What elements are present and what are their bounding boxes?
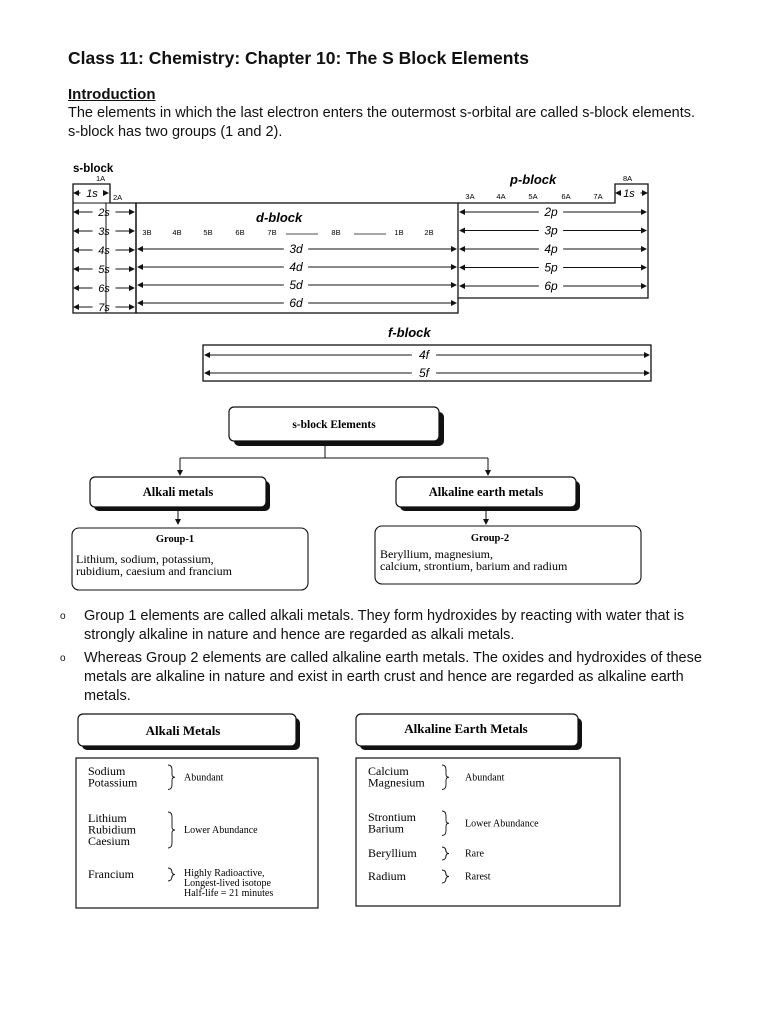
f-row-label: 4f [419,348,431,362]
intro-text: The elements in which the last electron … [68,105,696,140]
element-name: Radium [368,869,407,883]
alkaline-earth-title: Alkaline Earth Metals [404,721,528,736]
p-row-label: 4p [544,242,558,256]
s-row-label: 6s [98,283,110,295]
s-row-label: 3s [98,226,110,238]
p-group-label: 3A [465,192,474,201]
s-block-flowchart: s-block Elements Alkali metals Alkaline … [71,406,642,591]
p-group-label: 4A [496,192,505,201]
bullet-item-2: o Whereas Group 2 elements are called al… [60,649,710,706]
p-1s-label: 1s [623,188,635,200]
abundance-note: Rare [465,849,484,860]
f-block-label: f-block [388,325,431,340]
bullet-text: Group 1 elements are called alkali metal… [84,608,685,643]
element-name: Calcium [368,764,409,778]
p-row-label: 5p [544,261,558,275]
f-row-label: 5f [419,366,431,380]
element-name: Caesium [88,834,131,848]
abundance-note: Highly Radioactive, [184,868,265,879]
d-group-label: 7B [267,228,276,237]
group-1a: 1A [96,174,105,183]
bullet-marker: o [60,611,66,622]
element-name: Rubidium [88,823,137,837]
element-name: Barium [368,822,405,836]
d-group-label: 5B [203,228,212,237]
d-group-label: 8B [331,228,340,237]
s-row-label: 7s [98,302,110,314]
d-row-label: 5d [289,278,303,292]
p-group-labels: 3A 4A 5A 6A 7A [465,192,602,201]
s-row-label: 2s [97,207,110,219]
periodic-block-diagram: s-block 1A 2A d-block 3B 4B 5B 6B 7B 8B 1B 2B p… [72,163,652,382]
s-block-label: s-block [73,163,114,175]
bullet-item-1: o Group 1 elements are called alkali met… [60,607,710,645]
s-row-label: 1s [86,188,98,200]
abundance-tables: Alkali Metals Alkaline Earth Metals Sodi… [75,713,621,909]
d-row-label: 6d [289,296,303,310]
abundance-note: Lower Abundance [184,825,258,836]
s-block-rows: 1s 2s 3s 4s 5s 6s 7s [73,188,135,314]
d-group-label: 4B [172,228,181,237]
abundance-note: Abundant [184,772,224,783]
p-group-label: 7A [593,192,602,201]
bullet-text: Whereas Group 2 elements are called alka… [84,650,702,704]
p-block-label: p-block [509,172,557,187]
abundance-note: Half-life = 21 minutes [184,888,273,899]
group-1-label: Group-1 [156,534,194,545]
flow-alkaline-earth-label: Alkaline earth metals [429,485,544,499]
element-name: Strontium [368,810,417,824]
group-2-list-line-1: Beryllium, magnesium, [380,547,493,561]
d-block-label: d-block [256,210,303,225]
element-name: Potassium [88,776,138,790]
d-group-label: 3B [142,228,151,237]
element-name: Francium [88,867,135,881]
p-block-1s-row: 1s [615,188,648,200]
s-row-label: 5s [98,264,110,276]
p-block-rows: 2p 3p 4p 5p 6p [459,205,647,293]
d-row-label: 3d [289,242,303,256]
group-2-list-line-2: calcium, strontium, barium and radium [380,559,568,573]
element-name: Beryllium [368,846,417,860]
group-2a: 2A [113,193,122,202]
d-group-label: 2B [424,228,433,237]
d-group-labels: 3B 4B 5B 6B 7B 8B 1B 2B [142,228,433,237]
p-group-label: 5A [528,192,537,201]
p-group-label: 6A [561,192,570,201]
abundance-note: Rarest [465,872,491,883]
element-name: Magnesium [368,776,425,790]
element-name: Lithium [88,811,127,825]
abundance-note: Lower Abundance [465,818,539,829]
d-group-label: 6B [235,228,244,237]
flow-alkali-label: Alkali metals [143,485,214,499]
abundance-note: Abundant [465,772,505,783]
abundance-note: Longest-lived isotope [184,878,271,889]
page-title: Class 11: Chemistry: Chapter 10: The S B… [68,48,529,68]
d-group-label: 1B [394,228,403,237]
element-name: Sodium [88,764,126,778]
intro-heading: Introduction [68,86,156,103]
d-row-label: 4d [289,260,303,274]
alkali-metals-title: Alkali Metals [146,723,221,738]
p-row-label: 2p [543,205,558,219]
group-2-label: Group-2 [471,533,509,544]
group-1-list-line-2: rubidium, caesium and francium [76,564,233,578]
p-row-label: 6p [544,279,558,293]
d-block-rows: 3d 4d 5d 6d [137,242,457,310]
group-8a: 8A [623,174,632,183]
p-row-label: 3p [544,224,558,238]
flow-root-label: s-block Elements [292,419,376,431]
bullet-marker: o [60,653,66,664]
s-row-label: 4s [98,245,110,257]
group-1-list-line-1: Lithium, sodium, potassium, [76,552,214,566]
